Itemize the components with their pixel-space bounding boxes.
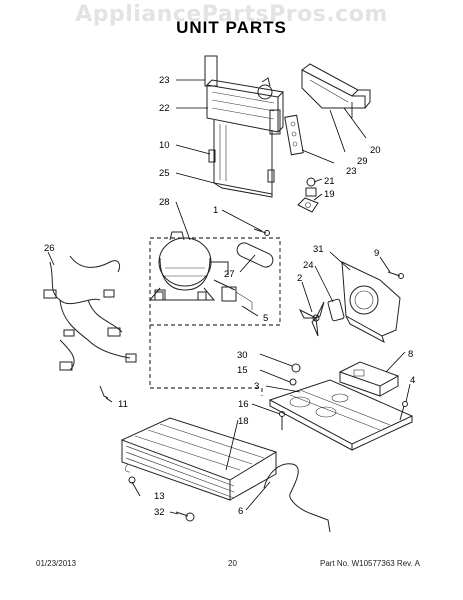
callout-2: 2 [297,273,302,284]
leader-lines [47,79,411,515]
callout-26: 26 [44,243,55,254]
screw-4[interactable] [399,401,408,421]
terminal-strip[interactable] [284,114,304,156]
screw-1[interactable] [253,228,270,236]
callout-24: 24 [303,260,314,271]
routing-line [149,325,263,396]
screw-9[interactable] [387,271,404,279]
callout-32: 32 [154,507,165,518]
callout-29: 29 [357,156,368,167]
fan-blade[interactable] [298,301,325,337]
callout-23-right: 23 [346,166,357,177]
clip-and-grommet[interactable] [297,177,319,213]
evaporator-housing[interactable] [204,55,285,135]
callout-15: 15 [237,365,248,376]
callout-3: 3 [254,381,259,392]
base-plate[interactable] [268,379,414,451]
compressor-assembly[interactable] [148,231,281,326]
callout-9: 9 [374,248,379,259]
callout-10: 10 [159,140,170,151]
callout-28: 28 [159,197,170,208]
callout-6: 6 [238,506,243,517]
wiring-harness[interactable] [43,255,137,371]
callout-21: 21 [324,176,335,187]
footer-part-number: Part No. W10577363 Rev. A [320,559,420,568]
watermark-text: AppliancePartsPros.com [75,2,388,27]
fan-bracket[interactable] [338,361,400,397]
callout-31: 31 [313,244,324,255]
screw-32[interactable] [175,511,195,522]
clip-11[interactable] [99,385,109,399]
callout-11: 11 [118,399,128,410]
callout-30: 30 [237,350,248,361]
callout-1: 1 [213,205,218,216]
callout-5: 5 [263,313,268,324]
discharge-tube[interactable] [263,463,331,533]
grommet-15[interactable] [289,378,297,386]
condenser-fan-shroud[interactable] [341,261,401,344]
page-title: UNIT PARTS [176,18,287,37]
screw-16[interactable] [279,411,285,431]
drain-trough[interactable] [301,63,371,109]
callout-27: 27 [224,269,235,280]
defrost-heater-bracket[interactable] [208,120,275,198]
footer-date: 01/23/2013 [36,559,77,568]
callout-25: 25 [159,168,170,179]
callout-20: 20 [370,145,381,156]
callout-18: 18 [238,416,249,427]
footer-page-number: 20 [228,559,237,568]
callout-8: 8 [408,349,413,360]
grommet-30[interactable] [291,363,301,373]
callout-4: 4 [410,375,415,386]
callout-19: 19 [324,189,335,200]
callout-22: 22 [159,103,170,114]
callout-23-left: 23 [159,75,170,86]
callout-16: 16 [238,399,249,410]
condenser-coil[interactable] [120,417,278,501]
callout-labels: 23 22 10 25 28 1 26 27 5 31 9 24 2 20 29… [44,75,415,518]
fan-motor[interactable] [327,298,345,322]
callout-13: 13 [154,491,165,502]
